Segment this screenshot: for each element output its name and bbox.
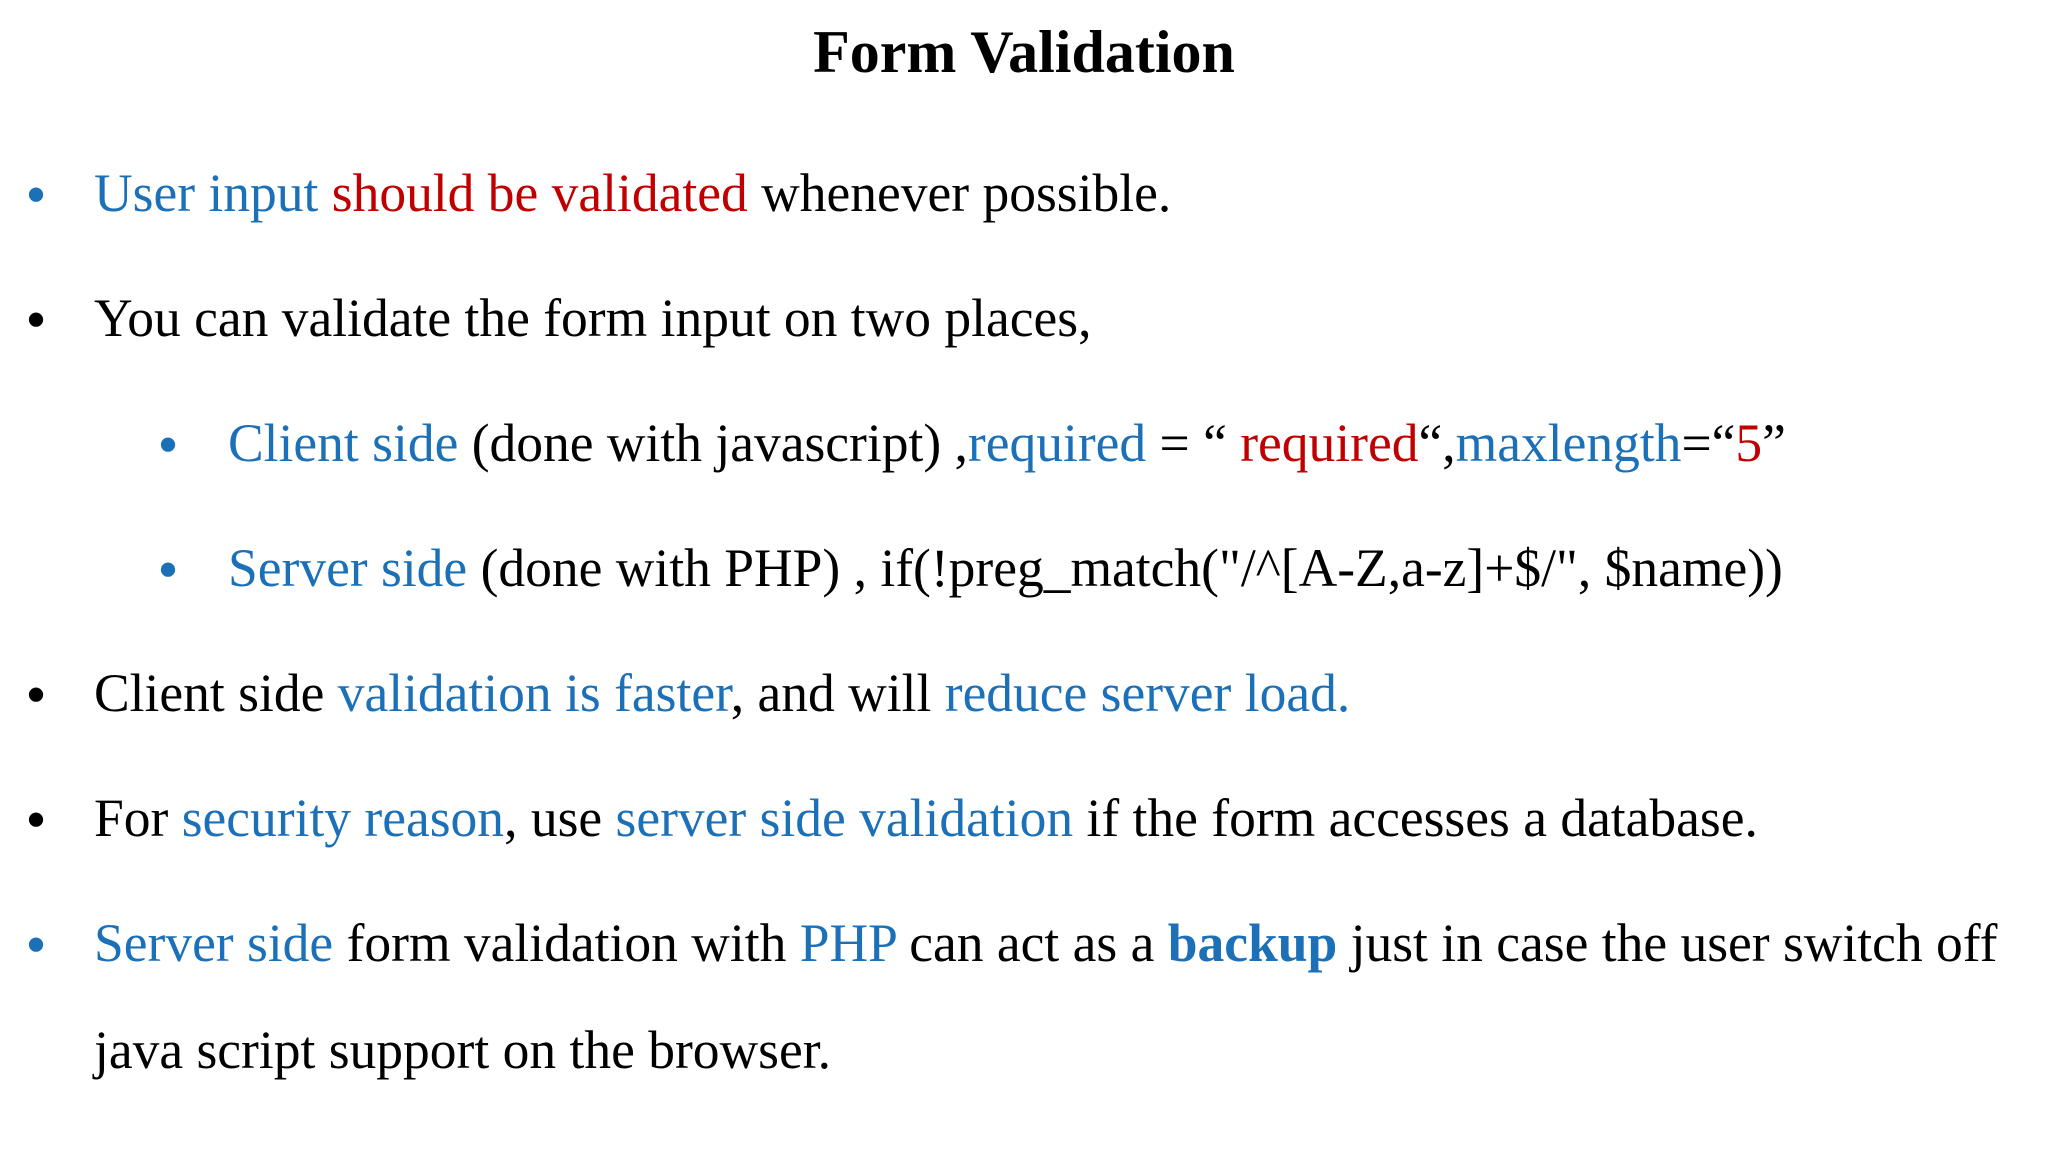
bullet-marker-icon: ● bbox=[26, 300, 47, 337]
sub-bullet-item: ● Server side (done with PHP) , if(!preg_… bbox=[0, 515, 2048, 622]
text-segment: (done with PHP) , if(!preg_match("/^[A-Z… bbox=[467, 538, 1783, 598]
bullet-text: Client side (done with javascript) ,requ… bbox=[228, 413, 1786, 473]
text-segment: server side validation bbox=[615, 788, 1074, 848]
text-segment: if the form accesses a database. bbox=[1073, 788, 1758, 848]
text-segment: (done with javascript) , bbox=[458, 413, 968, 473]
text-segment: Server side bbox=[94, 913, 334, 973]
text-segment: form validation with bbox=[333, 913, 800, 973]
text-segment: You can validate the form input on two p… bbox=[94, 288, 1092, 348]
text-segment: backup bbox=[1167, 913, 1338, 973]
bullet-text: Client side validation is faster, and wi… bbox=[94, 663, 1350, 723]
text-segment: “, bbox=[1418, 413, 1456, 473]
bullet-marker-icon: ● bbox=[158, 425, 179, 462]
bullet-text: Server side (done with PHP) , if(!preg_m… bbox=[228, 538, 1783, 598]
sub-bullet-item: ●Client side (done with javascript) ,req… bbox=[0, 390, 2048, 497]
bullet-list: ● User input should be validated whenever… bbox=[0, 140, 2048, 1104]
text-segment: Server side bbox=[228, 538, 468, 598]
bullet-marker-icon: ● bbox=[158, 550, 179, 587]
text-segment: validation is faster bbox=[337, 663, 731, 723]
text-segment: whenever possible. bbox=[747, 163, 1172, 223]
slide-title: Form Validation bbox=[813, 19, 1235, 85]
text-segment: required bbox=[1240, 413, 1419, 473]
bullet-text: You can validate the form input on two p… bbox=[94, 288, 1091, 348]
text-segment: , use bbox=[504, 788, 616, 848]
text-segment: Client side bbox=[228, 413, 459, 473]
bullet-text: Server side form validation with PHP can… bbox=[94, 913, 2011, 1080]
text-segment: =“ bbox=[1681, 413, 1736, 473]
text-segment: maxlength bbox=[1455, 413, 1682, 473]
text-segment: User input bbox=[94, 163, 332, 223]
text-segment: ” bbox=[1762, 413, 1786, 473]
text-segment: required bbox=[967, 413, 1147, 473]
bullet-text: For security reason, use server side val… bbox=[94, 788, 1758, 848]
text-segment: just in case the user switch off java sc… bbox=[94, 913, 2011, 1080]
bullet-item: ● For security reason, use server side va… bbox=[0, 765, 2048, 872]
text-segment: 5 bbox=[1735, 413, 1763, 473]
bullet-marker-icon: ● bbox=[26, 675, 47, 712]
text-segment: , and will bbox=[730, 663, 945, 723]
text-segment: reduce server load. bbox=[944, 663, 1351, 723]
bullet-item: ● Client side validation is faster, and w… bbox=[0, 640, 2048, 747]
text-segment: PHP bbox=[799, 913, 896, 973]
bullet-item: ● Server side form validation with PHP ca… bbox=[0, 890, 2048, 1104]
text-segment: = “ bbox=[1146, 413, 1241, 473]
text-segment: For bbox=[94, 788, 182, 848]
text-segment: can act as a bbox=[895, 913, 1168, 973]
bullet-item: ● You can validate the form input on two … bbox=[0, 265, 2048, 372]
text-segment: security reason bbox=[181, 788, 505, 848]
bullet-marker-icon: ● bbox=[26, 925, 47, 962]
text-segment: should be validated bbox=[331, 163, 748, 223]
bullet-item: ● User input should be validated whenever… bbox=[0, 140, 2048, 247]
bullet-marker-icon: ● bbox=[26, 175, 47, 212]
bullet-text: User input should be validated whenever … bbox=[94, 163, 1171, 223]
text-segment: Client side bbox=[94, 663, 338, 723]
bullet-marker-icon: ● bbox=[26, 800, 47, 837]
